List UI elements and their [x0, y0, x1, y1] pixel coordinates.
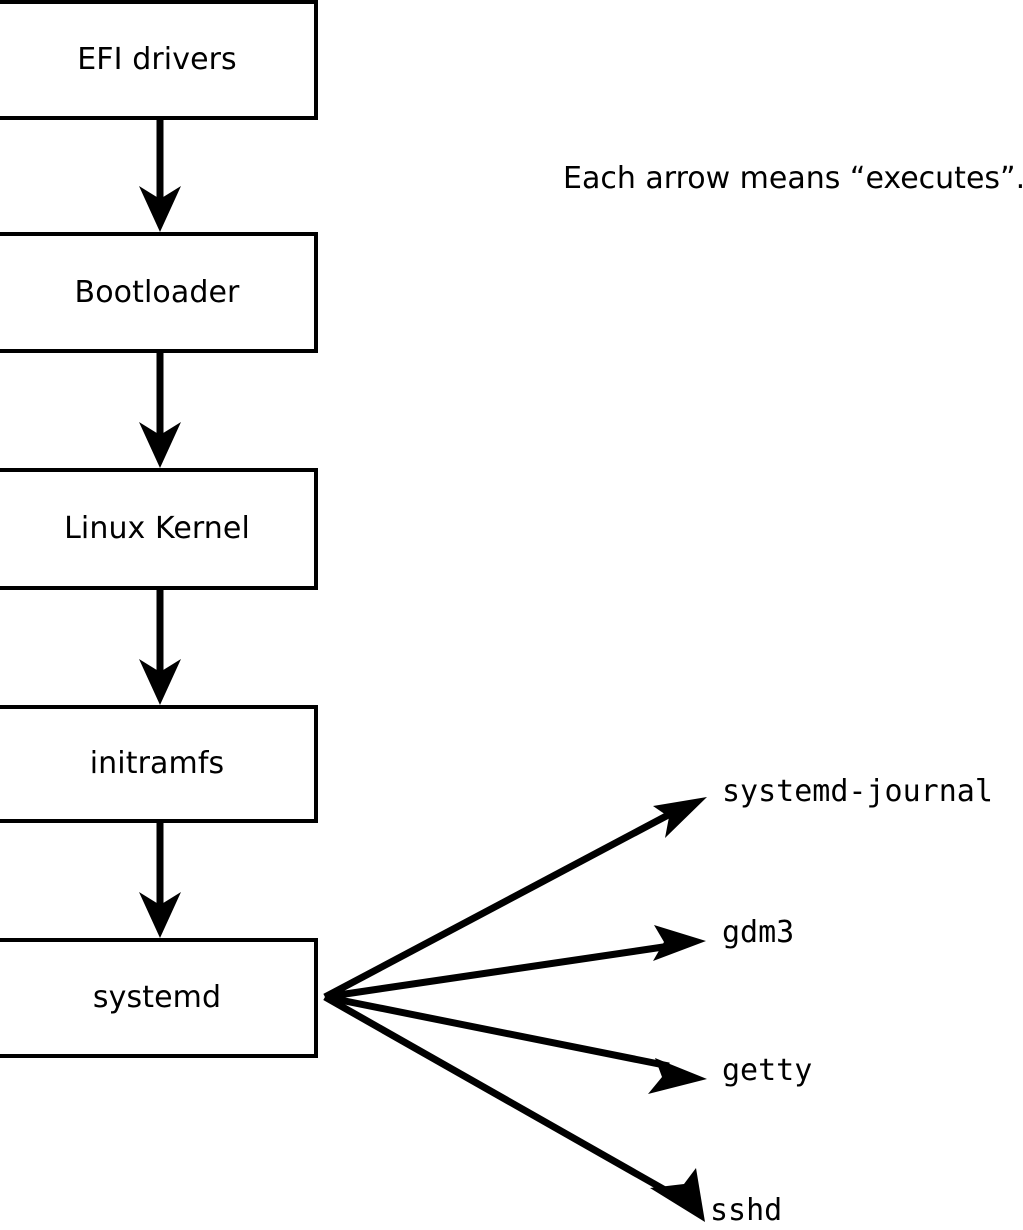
- stage-label-bootloader: Bootloader: [74, 274, 240, 310]
- stage-label-linux-kernel: Linux Kernel: [64, 511, 250, 546]
- stage-box-efi-drivers[interactable]: EFI drivers: [0, 0, 318, 120]
- stage-label-initramfs: initramfs: [89, 746, 225, 781]
- stage-label-efi-drivers: EFI drivers: [77, 42, 237, 77]
- arrow-systemd-to-getty: [324, 993, 707, 1094]
- stage-box-systemd[interactable]: systemd: [0, 938, 318, 1058]
- stage-box-linux-kernel[interactable]: Linux Kernel: [0, 468, 318, 590]
- legend-caption: Each arrow means “executes”.: [563, 161, 1023, 196]
- arrow-systemd-to-systemd-journal: [323, 797, 707, 1001]
- arrow-initramfs-to-systemd: [139, 823, 181, 938]
- child-label-gdm3[interactable]: gdm3: [722, 915, 795, 950]
- child-label-getty[interactable]: getty: [722, 1053, 813, 1088]
- stage-box-initramfs[interactable]: initramfs: [0, 705, 318, 823]
- stage-box-bootloader[interactable]: Bootloader: [0, 232, 318, 353]
- arrow-bootloader-to-linux-kernel: [139, 353, 181, 468]
- child-label-sshd[interactable]: sshd: [710, 1193, 783, 1228]
- arrow-linux-kernel-to-initramfs: [139, 590, 181, 705]
- arrow-efi-drivers-to-bootloader: [139, 116, 181, 232]
- child-label-systemd-journal[interactable]: systemd-journal: [722, 774, 993, 809]
- arrow-systemd-to-gdm3: [324, 925, 706, 1001]
- stage-label-systemd: systemd: [92, 980, 222, 1015]
- arrow-systemd-to-sshd: [323, 993, 705, 1222]
